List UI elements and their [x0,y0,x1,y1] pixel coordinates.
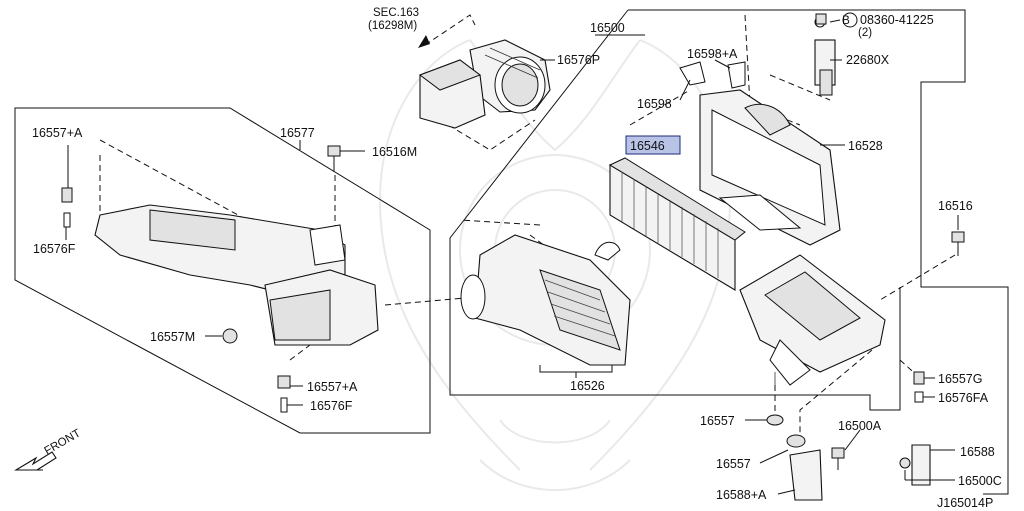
label-16557-b: 16557 [716,457,751,471]
bracket-16588a [789,449,823,501]
label-16500a: 16500A [838,419,882,433]
fastener-16557a-top [61,187,73,228]
label-sec163-sub: (16298M) [368,20,417,32]
label-front: FRONT [43,427,83,457]
part-22680x-sensor [814,16,836,96]
label-16576f-left: 16576F [33,242,76,256]
fastener-16557g [913,371,925,403]
fastener-16516 [951,231,965,256]
label-08360-qty: (2) [858,27,872,39]
part-16598-bracket [679,61,746,89]
label-08360: 08360-41225 [860,13,934,27]
fastener-16557-b [786,434,806,448]
part-16577-duct [94,204,379,346]
fastener-16516m [327,145,341,172]
label-16500c: 16500C [958,474,1002,488]
bracket-16588 [899,444,931,486]
part-16546-filter [608,157,746,291]
label-16516: 16516 [938,199,973,213]
fastener-16557a-bot [277,375,291,413]
label-16546: 16546 [630,139,665,153]
label-sec163: SEC.163 [373,7,419,19]
label-16557a-top: 16557+A [32,126,83,140]
fastener-16557-a [766,414,784,426]
front-arrow-icon [14,451,57,471]
label-16528: 16528 [848,139,883,153]
bolt-08360 [815,13,827,25]
label-16598: 16598 [637,97,672,111]
label-16598a: 16598+A [687,47,738,61]
fastener-16557m [222,328,238,344]
part-16576p-duct [469,39,551,114]
label-16576p: 16576P [557,53,600,67]
label-16500: 16500 [590,21,625,35]
part-16528-upper-housing [699,89,841,246]
label-16576fa: 16576FA [938,391,989,405]
bolt-type-b-icon [842,12,858,28]
frame-left [14,107,431,434]
label-08360-b: B [842,15,850,27]
label-22680x: 22680X [846,53,890,67]
frame-main [449,9,1009,495]
label-16526: 16526 [570,379,605,393]
label-16577: 16577 [280,126,315,140]
label-16557a-bot: 16557+A [307,380,358,394]
direction-arrow-icon [418,35,430,48]
highlight-16546 [625,135,681,155]
label-16588a: 16588+A [716,488,767,502]
part-sec163-body [418,59,486,129]
label-16588: 16588 [960,445,995,459]
fastener-16500a [831,447,845,470]
part-16526-resonator [460,234,631,366]
leader-lines [65,19,959,495]
label-16576f-bot: 16576F [310,399,353,413]
label-diagram-code: J165014P [937,496,993,510]
part-16500-lower-housing [739,254,886,386]
label-16557g: 16557G [938,372,982,386]
label-16557-a: 16557 [700,414,735,428]
label-16516m: 16516M [372,145,417,159]
label-16557m: 16557M [150,330,195,344]
